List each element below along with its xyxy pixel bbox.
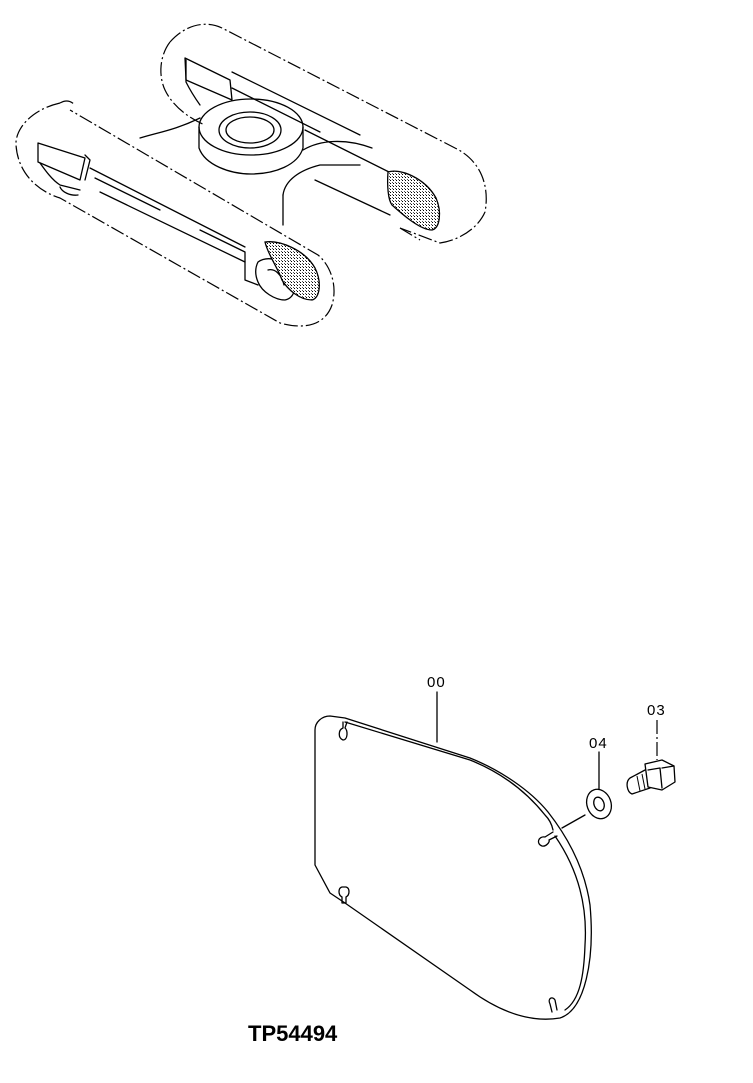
washer-part — [561, 788, 613, 829]
callout-04: 04 — [589, 735, 608, 752]
callout-leaders — [436, 691, 658, 790]
figure-id: TP54494 — [248, 1021, 338, 1046]
bolt-part — [626, 759, 676, 795]
callout-03: 03 — [647, 702, 666, 719]
callout-00: 00 — [427, 674, 446, 691]
track-frame-assembly — [15, 23, 487, 327]
cover-plate-part — [314, 715, 592, 1020]
